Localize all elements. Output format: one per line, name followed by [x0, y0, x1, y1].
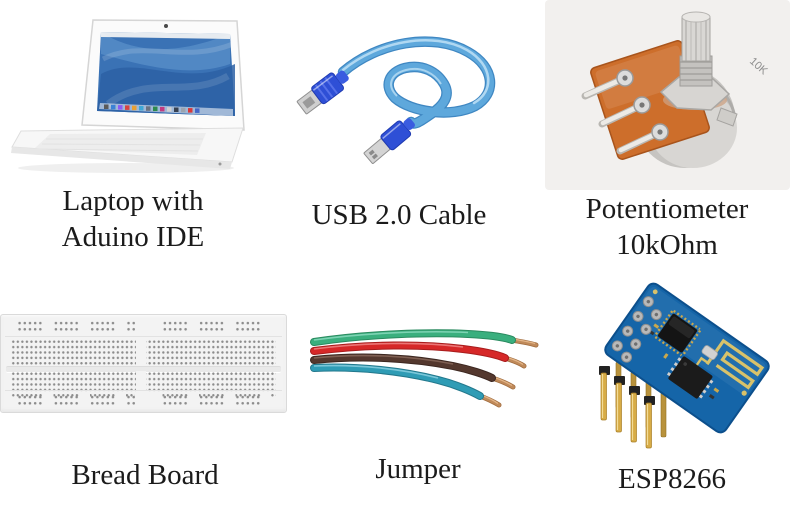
usb-b-connector	[296, 70, 349, 115]
jumper-wire-brown	[310, 353, 516, 390]
caption-laptop-line1: Laptop with	[62, 185, 204, 217]
laptop-menubar	[101, 32, 230, 39]
caption-jumper: Jumper	[285, 451, 551, 487]
caption-potentiometer-line2: 10kOhm	[616, 229, 718, 261]
breadboard-photo	[0, 314, 287, 413]
potentiometer-tab	[716, 107, 738, 127]
jumper-wire-green	[310, 329, 539, 348]
caption-jumper-line1: Jumper	[375, 453, 461, 485]
potentiometer-pins	[581, 69, 669, 155]
jumper-wire-teal	[310, 363, 502, 408]
caption-potentiometer: Potentiometer 10kOhm	[534, 191, 800, 263]
breadboard-bank-upper	[11, 339, 276, 366]
esp8266-main-chip	[654, 309, 702, 357]
breadboard-bank-lower	[11, 371, 276, 398]
usb-cable-photo	[296, 36, 496, 164]
caption-usb-cable: USB 2.0 Cable	[266, 197, 532, 233]
caption-breadboard: Bread Board	[12, 457, 278, 493]
caption-laptop-line2: Aduino IDE	[61, 221, 205, 253]
breadboard-power-rail-top	[17, 320, 270, 333]
breadboard-divider	[5, 390, 282, 391]
usb-cable-loop	[337, 36, 496, 129]
esp8266-flash-chip	[666, 356, 714, 399]
esp8266-board	[604, 282, 770, 434]
breadboard-divider	[5, 336, 282, 337]
jumper-wire-red	[310, 341, 527, 369]
laptop-screen	[97, 32, 235, 116]
usb-a-connector	[363, 118, 415, 164]
breadboard-power-rail-bottom	[17, 394, 270, 407]
laptop-dock	[99, 103, 233, 116]
caption-esp8266-line1: ESP8266	[618, 463, 726, 495]
esp8266-pins-front	[599, 366, 655, 449]
caption-usb-cable-line1: USB 2.0 Cable	[311, 199, 487, 231]
laptop-camera-icon	[164, 24, 168, 28]
jumper-wires-photo	[310, 329, 539, 408]
caption-breadboard-line1: Bread Board	[71, 459, 219, 491]
laptop-base	[11, 127, 244, 169]
esp8266-photo	[599, 282, 770, 449]
esp8266-antenna	[652, 289, 765, 396]
caption-potentiometer-line1: Potentiometer	[585, 193, 749, 225]
esp8266-crystal	[701, 345, 718, 360]
esp8266-solder-pads	[611, 296, 662, 363]
potentiometer-photo: 10K	[545, 0, 790, 190]
caption-laptop: Laptop with Aduino IDE	[0, 183, 266, 255]
laptop-photo	[11, 19, 245, 173]
laptop-shadow	[18, 163, 234, 173]
potentiometer-shaft	[681, 11, 711, 62]
caption-esp8266: ESP8266	[539, 461, 800, 497]
